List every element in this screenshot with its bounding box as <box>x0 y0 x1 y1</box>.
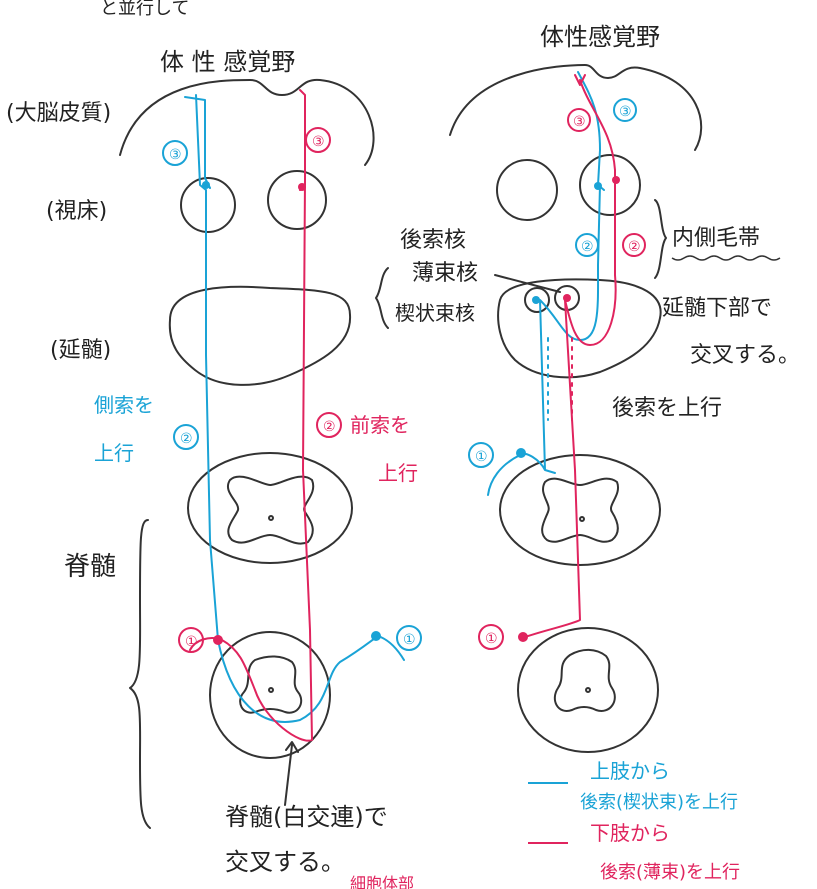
left-red-marker-1 <box>178 627 204 653</box>
right-diagram: 体性感覚野 ③ ② ① <box>375 23 800 753</box>
left-blue-ganglion <box>371 631 381 641</box>
right-blue-marker-1 <box>468 442 494 468</box>
left-blue-path-line2: 上行 <box>94 441 134 465</box>
right-nuclei-bracket <box>375 267 389 329</box>
right-thalamus-right-circle <box>579 154 641 216</box>
right-medial-lemniscus-label: 内側毛帯 <box>672 226 760 251</box>
left-blue-marker-3 <box>162 140 188 166</box>
left-blue-path-line1: 側索を <box>94 393 154 417</box>
right-spinal-segment-lower <box>517 627 659 753</box>
right-blue-ganglion <box>516 448 526 458</box>
right-gray-matter-upper <box>541 477 620 543</box>
left-red-thalamus-neuron <box>298 183 306 191</box>
left-thalamus-label: (視床) <box>46 199 107 224</box>
left-spinal-segment-upper <box>187 452 353 564</box>
right-red-marker-2-text: ② <box>628 239 641 255</box>
right-blue-marker-2-text: ② <box>581 239 594 255</box>
right-thalamus-left-circle <box>496 159 558 221</box>
left-blue-marker-3-text: ③ <box>169 147 182 163</box>
left-red-marker-2 <box>316 412 342 438</box>
left-thalamus-left-circle <box>180 177 236 233</box>
right-red-ganglion <box>518 632 528 642</box>
right-medial-lemniscus-underline <box>671 255 781 261</box>
right-gracile-pointer <box>494 274 561 293</box>
left-gray-matter-upper <box>227 475 315 545</box>
left-red-ganglion <box>213 635 223 645</box>
left-blue-pathway <box>184 94 405 723</box>
left-central-canal-lower <box>268 687 274 693</box>
top-fragment-text: と並行して <box>100 0 189 19</box>
left-cortex-outline <box>119 78 375 166</box>
right-title: 体性感覚野 <box>540 23 660 51</box>
right-blue-thalamus-neuron <box>594 182 602 190</box>
right-cuneate-nucleus-label: 楔状束核 <box>395 301 475 325</box>
right-cortex-outline <box>449 64 703 151</box>
left-diagram: 体 性 感覚野 (大脳皮質) (視床) (延髄) 脊髄 ③ ② ① 側索を 上行 <box>6 48 422 876</box>
left-red-path-line1: 前索を <box>350 413 410 437</box>
right-red-marker-1 <box>478 624 504 650</box>
right-blue-marker-3-text: ③ <box>619 104 632 120</box>
right-red-thalamus-neuron <box>612 176 620 184</box>
right-blue-marker-2 <box>575 233 599 257</box>
right-spinal-segment-upper <box>499 454 661 566</box>
left-red-marker-1-text: ① <box>185 634 198 650</box>
right-lemniscus-bracket <box>654 199 667 279</box>
left-blue-marker-2-text: ② <box>180 431 193 447</box>
right-blue-marker-3 <box>613 98 637 122</box>
right-blue-pathway <box>487 71 605 496</box>
right-central-canal-upper <box>579 516 585 522</box>
right-ascend-label: 後索を上行 <box>612 396 722 421</box>
right-gracile-nucleus-label: 薄束核 <box>412 261 478 286</box>
right-red-marker-1-text: ① <box>485 631 498 647</box>
left-red-path-line2: 上行 <box>378 461 418 485</box>
left-cross-note-line2: 交叉する。 <box>225 848 345 876</box>
left-title: 体 性 感覚野 <box>160 48 295 76</box>
left-red-marker-3 <box>305 127 331 153</box>
left-cross-note-line1: 脊髄(白交連)で <box>225 803 388 831</box>
left-spinal-label: 脊髄 <box>64 552 116 582</box>
left-red-marker-2-text: ② <box>323 419 336 435</box>
left-central-canal-upper <box>268 515 274 521</box>
left-thalamus-right-circle <box>267 170 327 230</box>
right-red-marker-3 <box>567 108 591 132</box>
left-spinal-segment-lower <box>209 631 331 759</box>
left-red-marker-3-text: ③ <box>312 134 325 150</box>
left-gray-matter-lower <box>239 655 303 714</box>
right-cuneate-nucleus-circle <box>524 287 550 313</box>
left-blue-marker-2 <box>173 424 199 450</box>
right-medulla-cross-line2: 交叉する。 <box>690 343 800 368</box>
legend-red-line1: 下肢から <box>590 821 670 845</box>
bottom-fragment-text: 細胞体部 <box>350 874 414 889</box>
left-medulla-label: (延髄) <box>50 338 111 363</box>
legend: 上肢から 後索(楔状束)を上行 下肢から 後索(薄束)を上行 <box>528 759 740 883</box>
right-gray-matter-lower <box>553 648 616 712</box>
legend-blue-line1: 上肢から <box>590 759 670 783</box>
right-red-marker-3-text: ③ <box>573 114 586 130</box>
left-blue-marker-1-text: ① <box>403 632 416 648</box>
left-crossing-arrow <box>284 741 299 806</box>
left-blue-thalamus-neuron <box>202 181 210 189</box>
right-red-pathway <box>521 74 617 639</box>
right-central-canal-lower <box>585 687 591 693</box>
left-blue-marker-1 <box>396 625 422 651</box>
right-dorsal-column-nuclei-label: 後索核 <box>400 228 466 253</box>
right-medulla-cross-line1: 延髄下部で <box>662 296 772 321</box>
right-blue-marker-1-text: ① <box>475 449 488 465</box>
right-medulla-outline <box>497 278 662 379</box>
left-medulla-outline <box>168 285 352 386</box>
legend-red-line2: 後索(薄束)を上行 <box>600 862 740 883</box>
right-red-nucleus-neuron <box>563 294 571 302</box>
right-red-marker-2 <box>622 233 646 257</box>
left-cortex-label: (大脳皮質) <box>6 101 111 126</box>
left-spinal-bracket <box>129 519 151 829</box>
right-blue-nucleus-neuron <box>532 296 540 304</box>
legend-blue-line2: 後索(楔状束)を上行 <box>580 792 738 813</box>
